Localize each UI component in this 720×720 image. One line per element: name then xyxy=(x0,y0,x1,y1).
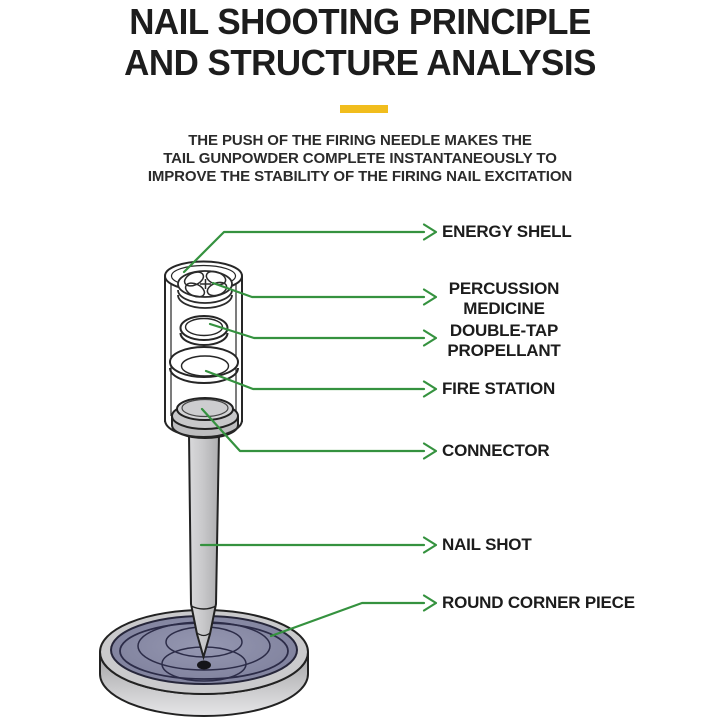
label-nail-shot: NAIL SHOT xyxy=(442,535,532,554)
leader-double-tap-propellant xyxy=(208,322,438,347)
label-percussion-medicine: PERCUSSION MEDICINE xyxy=(448,279,560,318)
energy-shell-bottom-edge xyxy=(164,419,243,438)
arrow-right-icon xyxy=(422,288,438,306)
label-energy-shell: ENERGY SHELL xyxy=(442,222,572,241)
title-divider-bar xyxy=(340,105,388,113)
arrow-right-icon xyxy=(422,536,438,554)
subtitle-line3: IMPROVE THE STABILITY OF THE FIRING NAIL… xyxy=(147,168,573,185)
arrow-right-icon xyxy=(422,380,438,398)
label-fire-station: FIRE STATION xyxy=(442,379,556,398)
page-title-line2: AND STRUCTURE ANALYSIS xyxy=(124,42,596,83)
leader-connector xyxy=(200,407,438,460)
nail-entry-dot xyxy=(197,660,211,670)
subtitle-line2: TAIL GUNPOWDER COMPLETE INSTANTANEOUSLY … xyxy=(163,150,557,167)
leader-round-corner-piece xyxy=(269,594,438,638)
page-title: NAIL SHOOTING PRINCIPLE AND STRUCTURE AN… xyxy=(11,1,709,83)
leader-fire-station xyxy=(204,369,438,398)
label-round-corner-piece: ROUND CORNER PIECE xyxy=(442,593,635,612)
label-double-tap-propellant: DOUBLE-TAP PROPELLANT xyxy=(447,321,561,360)
connector-cap xyxy=(171,397,239,439)
leader-nail-shot xyxy=(199,536,438,554)
propellant-ring xyxy=(179,315,229,346)
leader-percussion-medicine xyxy=(211,281,438,306)
page-title-line1: NAIL SHOOTING PRINCIPLE xyxy=(129,1,591,42)
arrow-right-icon xyxy=(422,594,438,612)
fire-station-ring xyxy=(169,346,239,384)
arrow-right-icon xyxy=(422,442,438,460)
arrow-right-icon xyxy=(422,329,438,347)
label-connector: CONNECTOR xyxy=(442,441,550,460)
leader-energy-shell xyxy=(182,223,438,274)
subtitle-line1: THE PUSH OF THE FIRING NEEDLE MAKES THE xyxy=(188,132,532,149)
percussion-cap xyxy=(177,270,233,309)
subtitle: THE PUSH OF THE FIRING NEEDLE MAKES THE … xyxy=(0,132,720,186)
arrow-right-icon xyxy=(422,223,438,241)
